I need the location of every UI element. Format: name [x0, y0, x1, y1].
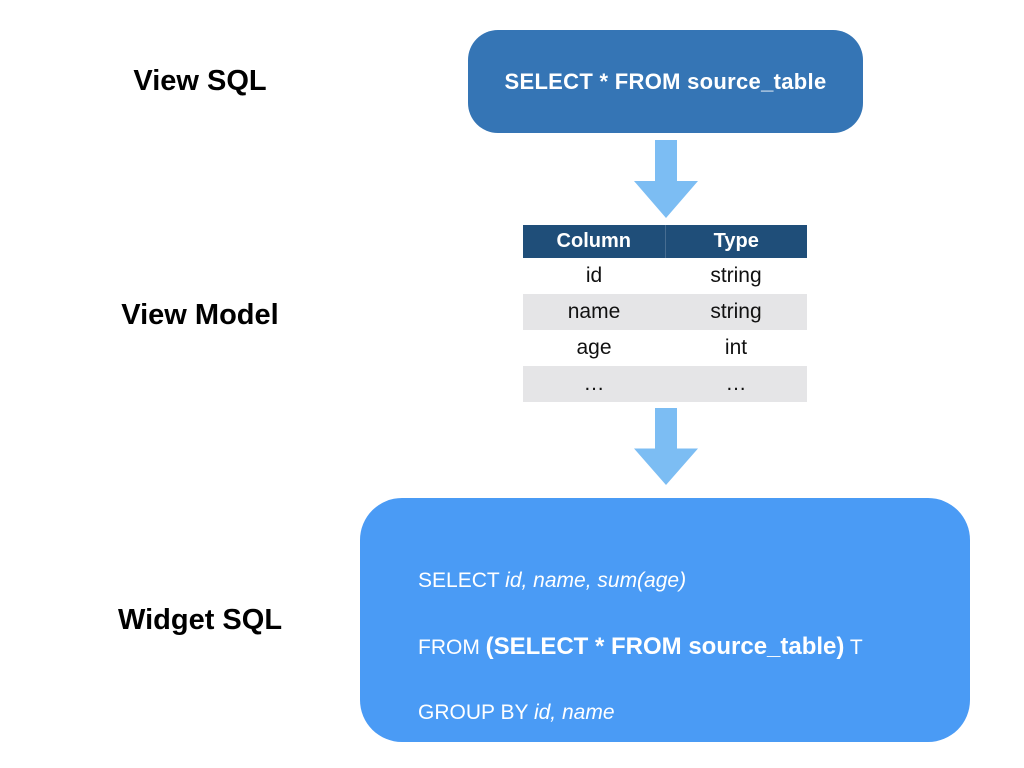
- sql-segment: GROUP BY: [418, 701, 534, 724]
- cell-column: age: [576, 336, 612, 359]
- column-header-column: Column: [556, 230, 631, 252]
- down-arrow-icon: [634, 408, 698, 485]
- down-arrow-icon: [634, 140, 698, 218]
- cell-column: name: [567, 300, 621, 323]
- table-row: id string: [523, 258, 807, 294]
- sql-segment: (SELECT * FROM source_table): [485, 633, 845, 660]
- view-sql-box: SELECT * FROM source_table: [468, 30, 863, 133]
- widget-sql-line-select: SELECT id, name, sum(age): [383, 536, 950, 592]
- widget-sql-line-groupby: GROUP BY id, name: [383, 668, 950, 724]
- cell-type: string: [710, 300, 762, 323]
- table-row: … …: [523, 366, 807, 402]
- sql-segment: FROM: [418, 636, 486, 659]
- cell-type: int: [724, 336, 748, 359]
- cell-column: …: [583, 372, 605, 395]
- cell-type: …: [725, 372, 747, 395]
- label-view-sql: View SQL: [133, 65, 267, 97]
- sql-segment: id, name, sum(age): [505, 569, 687, 592]
- view-model-table: Column Type id string name string age in…: [523, 225, 807, 402]
- view-sql-query-text: SELECT * FROM source_table: [504, 68, 827, 94]
- sql-segment: id, name: [533, 701, 615, 724]
- cell-type: string: [710, 264, 762, 287]
- widget-sql-line-from: FROM (SELECT * FROM source_table) T: [383, 602, 950, 660]
- sql-segment: T: [844, 636, 863, 659]
- column-header-type: Type: [664, 225, 808, 258]
- cell-column: id: [585, 264, 603, 287]
- label-widget-sql: Widget SQL: [117, 604, 283, 636]
- table-row: name string: [523, 294, 807, 330]
- widget-sql-box: SELECT id, name, sum(age) FROM (SELECT *…: [360, 498, 970, 742]
- table-header-row: Column Type: [523, 225, 807, 258]
- sql-segment: SELECT: [418, 569, 506, 592]
- table-row: age int: [523, 330, 807, 366]
- label-view-model: View Model: [121, 299, 279, 331]
